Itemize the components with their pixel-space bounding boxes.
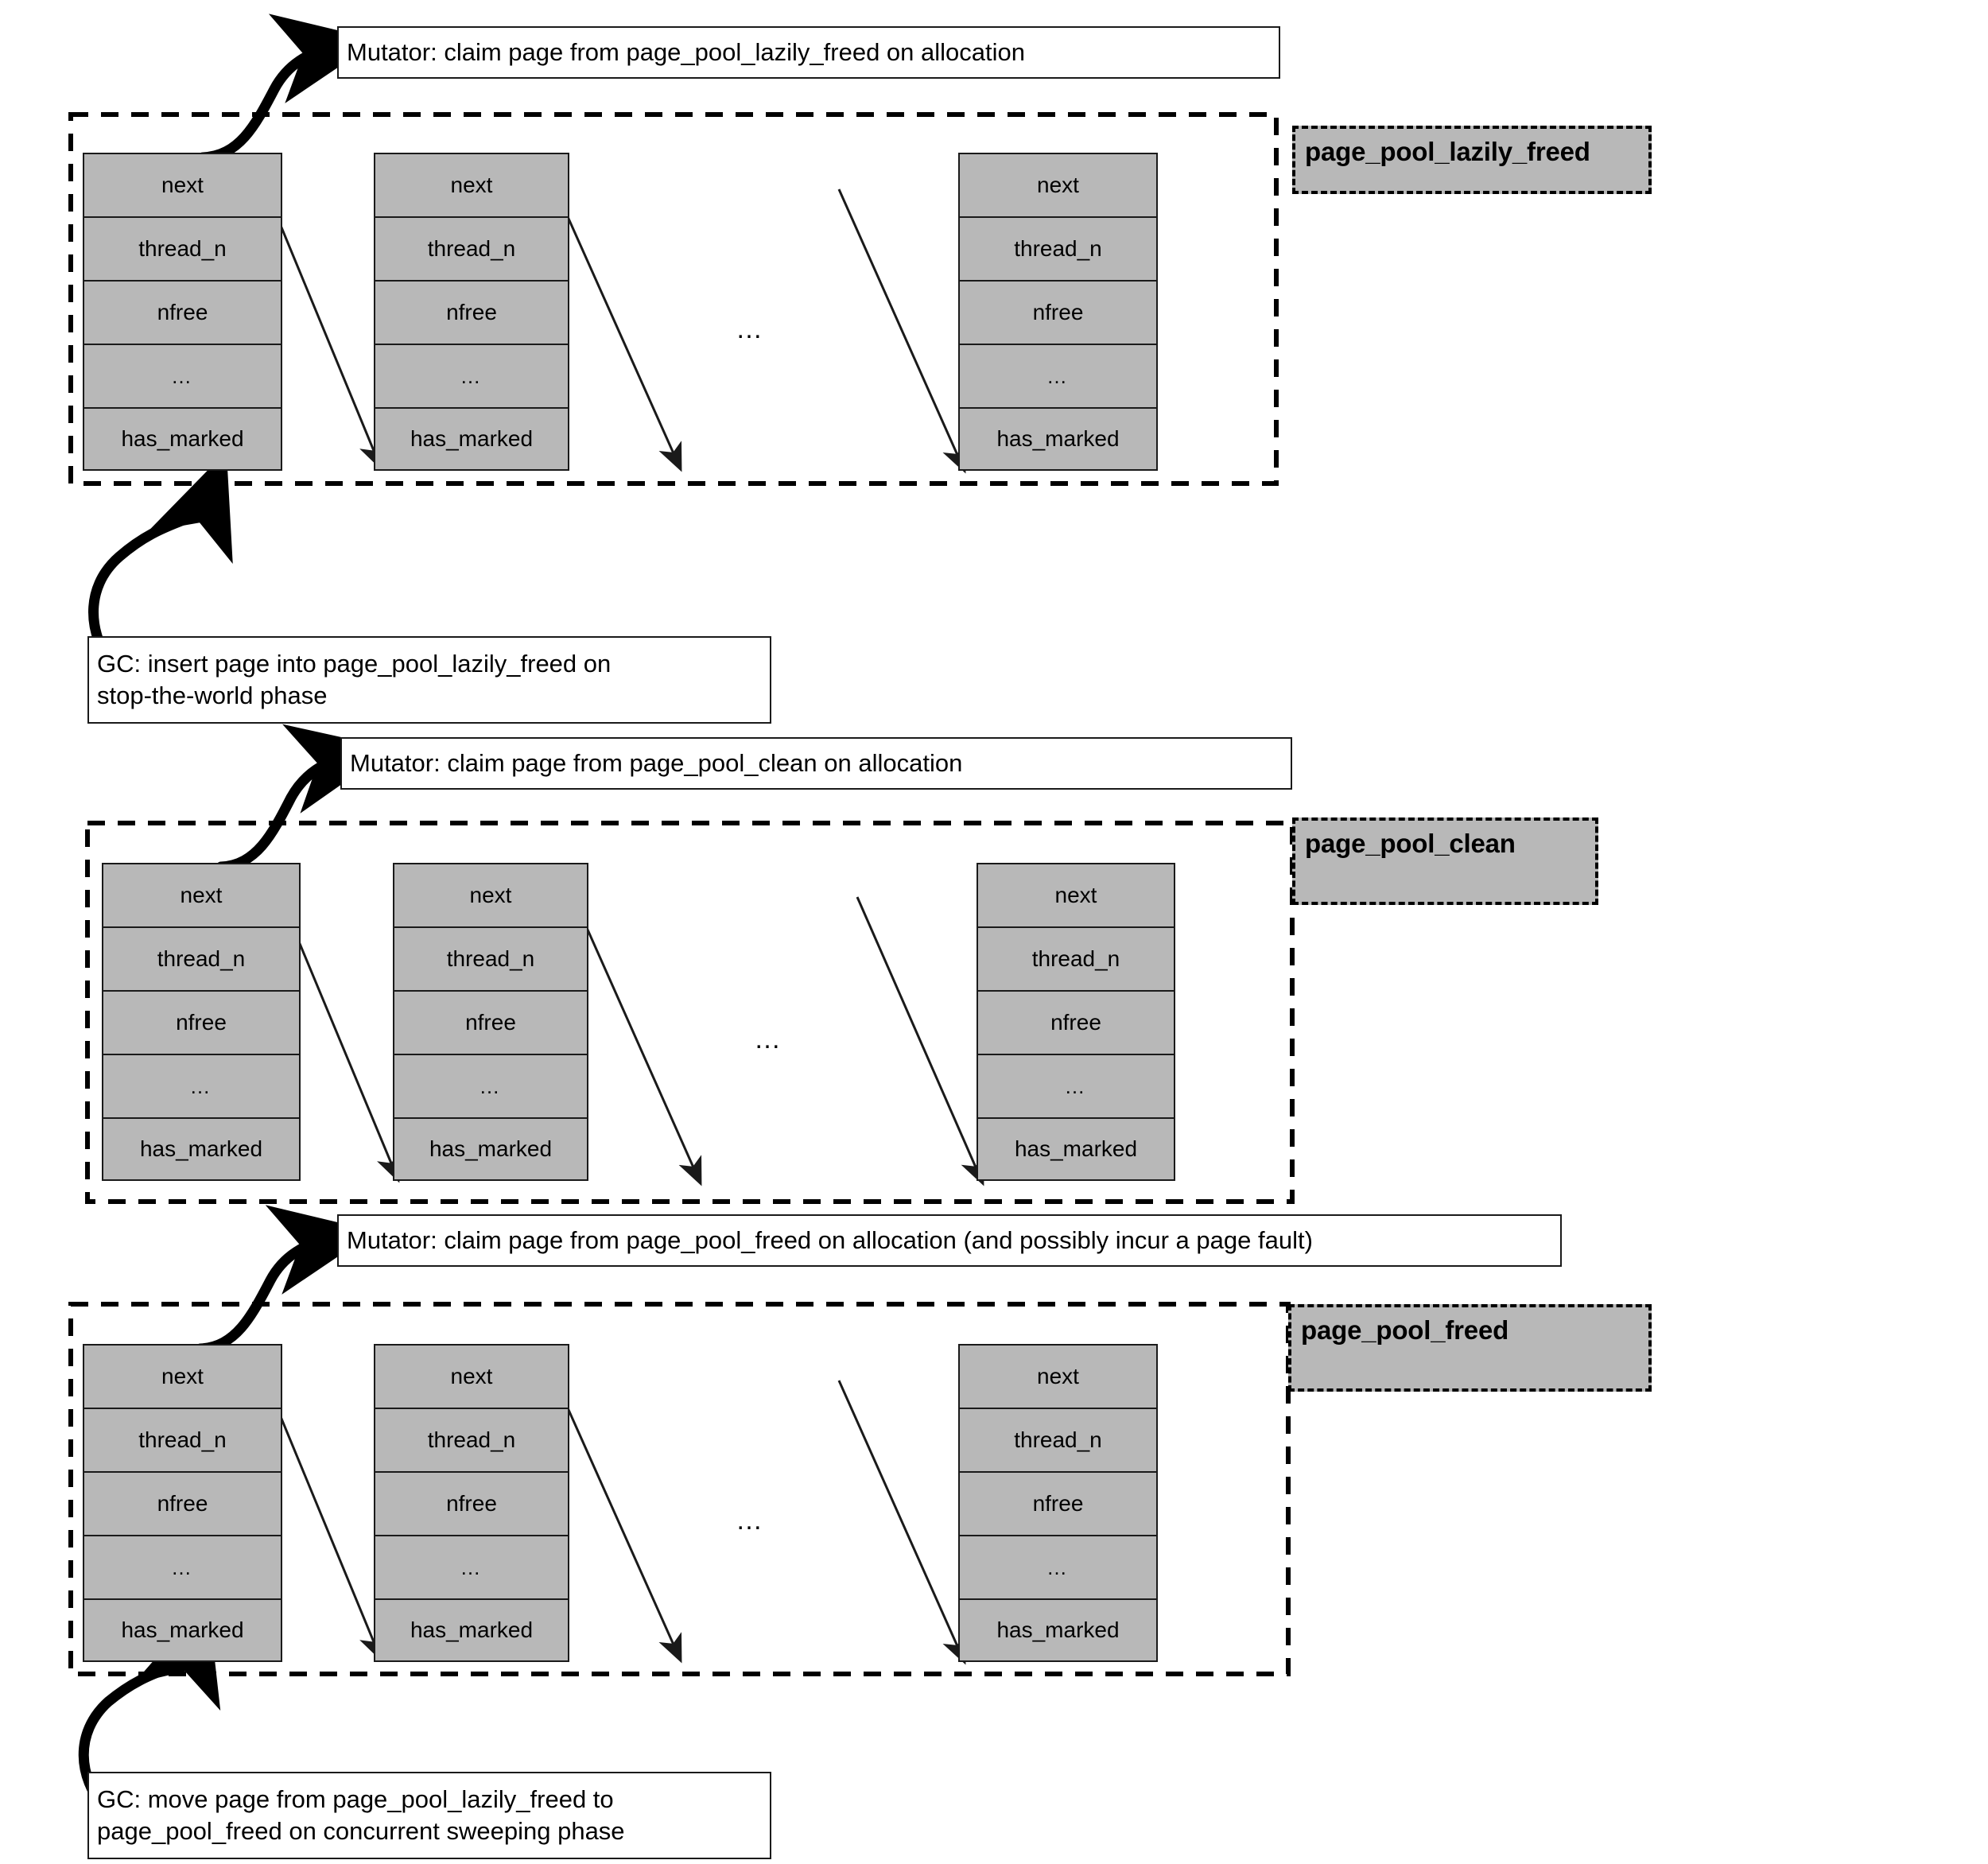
struct-field-nfree: nfree [83, 280, 282, 344]
page-struct[interactable]: next thread_n nfree … has_marked [977, 863, 1175, 1181]
page-struct[interactable]: next thread_n nfree … has_marked [374, 153, 569, 471]
struct-field-has-marked: has_marked [83, 407, 282, 471]
struct-field-nfree: nfree [374, 280, 569, 344]
struct-field-next: next [958, 153, 1158, 216]
pool-label-clean-text: page_pool_clean [1305, 829, 1516, 858]
struct-field-ellipsis: … [977, 1054, 1175, 1117]
gc-note-lazily-freed[interactable]: GC: insert page into page_pool_lazily_fr… [87, 636, 771, 724]
struct-field-has-marked: has_marked [374, 1598, 569, 1662]
struct-field-ellipsis: … [958, 1535, 1158, 1598]
struct-field-next: next [977, 863, 1175, 926]
page-struct[interactable]: next thread_n nfree … has_marked [83, 153, 282, 471]
pool-label-lazily-freed-text: page_pool_lazily_freed [1305, 137, 1590, 166]
struct-field-nfree: nfree [374, 1471, 569, 1535]
struct-field-thread-n: thread_n [977, 926, 1175, 990]
mutator-note-freed-text: Mutator: claim page from page_pool_freed… [347, 1225, 1313, 1254]
page-struct[interactable]: next thread_n nfree … has_marked [393, 863, 588, 1181]
struct-field-has-marked: has_marked [102, 1117, 301, 1181]
gc-callout-arrow-2 [78, 1598, 221, 1812]
struct-field-thread-n: thread_n [83, 216, 282, 280]
mutator-note-clean[interactable]: Mutator: claim page from page_pool_clean… [340, 737, 1292, 790]
struct-field-next: next [393, 863, 588, 926]
pool-label-freed-text: page_pool_freed [1301, 1315, 1509, 1345]
mutator-note-clean-text: Mutator: claim page from page_pool_clean… [350, 748, 963, 777]
pool-container-lazily-freed [68, 112, 1279, 486]
struct-field-thread-n: thread_n [102, 926, 301, 990]
mutator-note-freed[interactable]: Mutator: claim page from page_pool_freed… [337, 1214, 1562, 1267]
struct-field-ellipsis: … [393, 1054, 588, 1117]
struct-sequence-ellipsis: … [736, 314, 769, 344]
pool-container-freed [68, 1302, 1291, 1676]
next-pointer-6 [856, 896, 984, 1186]
pool-label-lazily-freed: page_pool_lazily_freed [1292, 126, 1652, 194]
struct-field-next: next [83, 1344, 282, 1408]
struct-field-thread-n: thread_n [958, 216, 1158, 280]
struct-field-ellipsis: … [83, 344, 282, 407]
struct-field-thread-n: thread_n [374, 1408, 569, 1471]
struct-field-has-marked: has_marked [958, 1598, 1158, 1662]
struct-field-nfree: nfree [83, 1471, 282, 1535]
struct-field-thread-n: thread_n [374, 216, 569, 280]
mutator-note-lazily-freed-text: Mutator: claim page from page_pool_lazil… [347, 37, 1025, 66]
mutator-callout-arrow-2 [215, 724, 393, 872]
next-pointer-8 [550, 1372, 682, 1664]
next-pointer-2 [550, 181, 682, 472]
pool-label-freed: page_pool_freed [1288, 1304, 1652, 1392]
struct-field-thread-n: thread_n [393, 926, 588, 990]
gc-note-lazily-freed-text: GC: insert page into page_pool_lazily_fr… [97, 649, 612, 709]
struct-field-ellipsis: … [374, 344, 569, 407]
struct-field-ellipsis: … [958, 344, 1158, 407]
next-pointer-5 [569, 891, 702, 1186]
struct-field-nfree: nfree [958, 1471, 1158, 1535]
page-struct[interactable]: next thread_n nfree … has_marked [102, 863, 301, 1181]
struct-field-next: next [102, 863, 301, 926]
struct-sequence-ellipsis: … [754, 1024, 787, 1054]
struct-sequence-ellipsis: … [736, 1505, 769, 1536]
struct-field-nfree: nfree [102, 990, 301, 1054]
struct-field-ellipsis: … [374, 1535, 569, 1598]
struct-field-next: next [958, 1344, 1158, 1408]
page-struct[interactable]: next thread_n nfree … has_marked [374, 1344, 569, 1662]
struct-field-ellipsis: … [83, 1535, 282, 1598]
pool-label-clean: page_pool_clean [1292, 817, 1598, 905]
struct-field-next: next [374, 153, 569, 216]
mutator-note-lazily-freed[interactable]: Mutator: claim page from page_pool_lazil… [337, 26, 1280, 79]
struct-field-nfree: nfree [958, 280, 1158, 344]
struct-field-has-marked: has_marked [374, 407, 569, 471]
struct-field-ellipsis: … [102, 1054, 301, 1117]
struct-field-next: next [83, 153, 282, 216]
struct-field-has-marked: has_marked [393, 1117, 588, 1181]
struct-field-has-marked: has_marked [958, 407, 1158, 471]
next-pointer-9 [837, 1380, 966, 1665]
mutator-callout-arrow-1 [197, 14, 379, 163]
page-struct[interactable]: next thread_n nfree … has_marked [83, 1344, 282, 1662]
page-struct[interactable]: next thread_n nfree … has_marked [958, 153, 1158, 471]
page-struct[interactable]: next thread_n nfree … has_marked [958, 1344, 1158, 1662]
gc-note-freed-text: GC: move page from page_pool_lazily_free… [97, 1784, 625, 1845]
struct-field-thread-n: thread_n [958, 1408, 1158, 1471]
struct-field-next: next [374, 1344, 569, 1408]
pool-container-clean [85, 821, 1295, 1204]
struct-field-thread-n: thread_n [83, 1408, 282, 1471]
gc-note-freed[interactable]: GC: move page from page_pool_lazily_free… [87, 1772, 771, 1859]
struct-field-has-marked: has_marked [83, 1598, 282, 1662]
struct-field-nfree: nfree [393, 990, 588, 1054]
next-pointer-3 [837, 188, 966, 474]
struct-field-has-marked: has_marked [977, 1117, 1175, 1181]
gc-callout-arrow-1 [88, 451, 233, 672]
struct-field-nfree: nfree [977, 990, 1175, 1054]
mutator-callout-arrow-3 [195, 1205, 375, 1354]
